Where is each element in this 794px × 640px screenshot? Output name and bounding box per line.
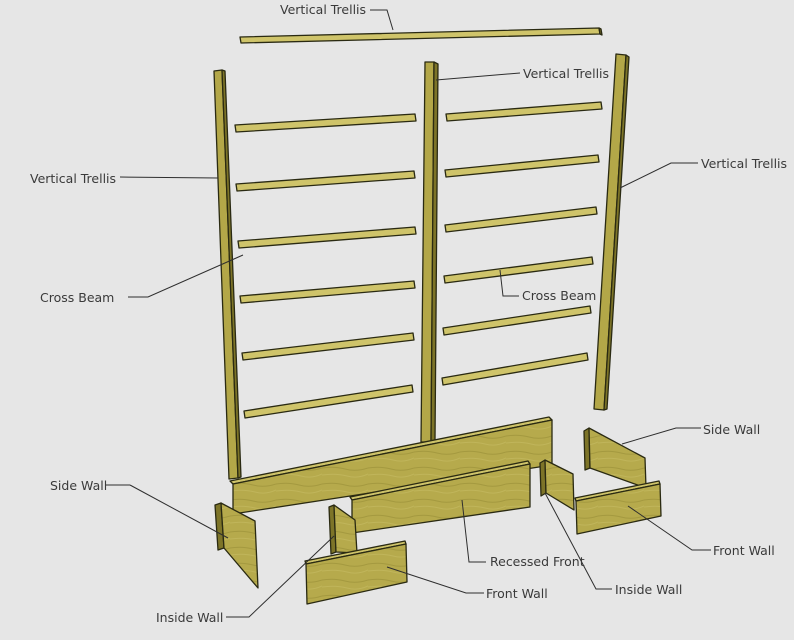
left-cross-beam-2 (235, 170, 416, 192)
right-side-wall (583, 427, 647, 489)
right-cross-beams (441, 101, 603, 386)
part-labels: Vertical Trellis Vertical Trellis Vertic… (30, 2, 787, 625)
right-cross-beam-3 (444, 206, 598, 233)
label-vertical-trellis-right: Vertical Trellis (701, 156, 787, 171)
label-inside-wall-left: Inside Wall (156, 610, 223, 625)
left-cross-beams (234, 113, 417, 419)
label-recessed-front: Recessed Front (490, 554, 585, 569)
right-cross-beam-1 (445, 101, 603, 122)
right-cross-beam-4 (443, 256, 594, 284)
label-front-wall-right: Front Wall (713, 543, 775, 558)
left-front-wall (304, 540, 408, 605)
left-cross-beam-1 (234, 113, 417, 133)
top-vertical-trellis-piece (239, 27, 603, 44)
right-cross-beam-5 (442, 305, 592, 336)
left-cross-beam-4 (239, 280, 416, 304)
leader-lines (106, 9, 711, 618)
label-side-wall-left: Side Wall (50, 478, 107, 493)
label-side-wall-right: Side Wall (703, 422, 760, 437)
left-cross-beam-5 (241, 332, 415, 361)
label-vertical-trellis-center: Vertical Trellis (523, 66, 609, 81)
right-vertical-post (593, 53, 630, 411)
label-cross-beam-left: Cross Beam (40, 290, 114, 305)
label-vertical-trellis-left: Vertical Trellis (30, 171, 116, 186)
right-inside-wall (539, 459, 575, 511)
left-inside-wall (328, 504, 358, 555)
center-vertical-post (420, 61, 439, 443)
label-cross-beam-right: Cross Beam (522, 288, 596, 303)
label-inside-wall-right: Inside Wall (615, 582, 682, 597)
right-front-wall (574, 480, 662, 535)
left-cross-beam-6 (243, 384, 414, 419)
left-vertical-post (213, 69, 242, 480)
right-cross-beam-2 (444, 154, 600, 178)
right-cross-beam-6 (441, 352, 589, 386)
left-cross-beam-3 (237, 226, 417, 249)
left-side-wall (214, 502, 259, 589)
label-front-wall-left: Front Wall (486, 586, 548, 601)
label-vertical-trellis-top: Vertical Trellis (280, 2, 366, 17)
